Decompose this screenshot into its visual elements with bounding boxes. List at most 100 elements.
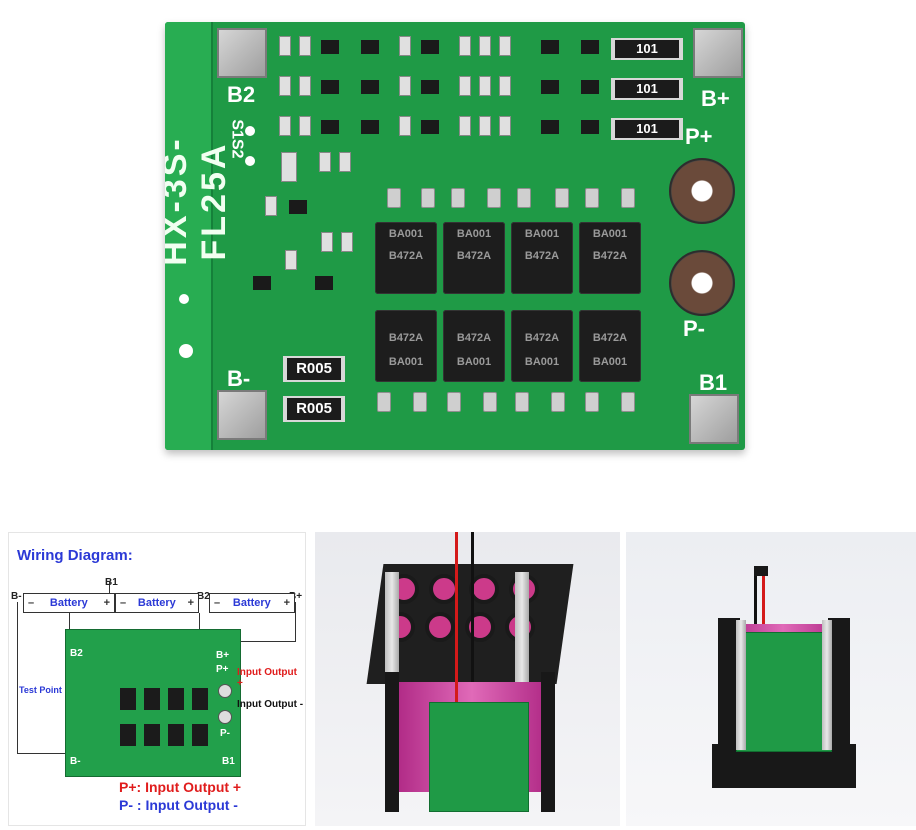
ic-chip bbox=[321, 40, 339, 54]
shunt-resistor: R005 bbox=[283, 356, 345, 382]
ic-chip bbox=[361, 80, 379, 94]
mosfet-marking: B472A bbox=[592, 250, 628, 262]
mosfet-leg bbox=[483, 392, 497, 412]
ic-chip bbox=[315, 276, 333, 290]
ic-chip bbox=[289, 200, 307, 214]
smd-component bbox=[299, 76, 311, 96]
bms-board-photo: HX-3S-FL25A B2 S1S2 B- B+ P+ P- B1 101 1… bbox=[165, 22, 745, 450]
ic-chip bbox=[253, 276, 271, 290]
pad-b-plus bbox=[693, 28, 743, 78]
mosfet-label: BA001 bbox=[592, 228, 628, 240]
legend-p-minus: P- : Input Output - bbox=[119, 797, 238, 813]
mosfet-icon bbox=[192, 688, 208, 710]
nickel-strip bbox=[385, 572, 399, 682]
plus-sign: + bbox=[187, 597, 194, 609]
mosfet-label: BA001 bbox=[592, 356, 628, 368]
battery-pack-photo bbox=[315, 532, 620, 826]
smd-component bbox=[479, 76, 491, 96]
ic-chip bbox=[541, 80, 559, 94]
mount-hole-icon bbox=[179, 344, 193, 358]
mosfet-marking: B472A bbox=[524, 250, 560, 262]
smd-component bbox=[299, 116, 311, 136]
ic-chip bbox=[541, 120, 559, 134]
ic-chip bbox=[541, 40, 559, 54]
smd-component bbox=[479, 36, 491, 56]
resistor-101: 101 bbox=[611, 78, 683, 100]
mounted-bms-board bbox=[736, 632, 832, 752]
label-p-plus: P+ bbox=[685, 124, 713, 149]
board-edge bbox=[165, 22, 213, 450]
mosfet-leg bbox=[387, 188, 401, 208]
mosfet-leg bbox=[585, 188, 599, 208]
input-output-plus-label: Input Output + bbox=[237, 667, 297, 689]
mosfet-label: BA001 bbox=[456, 228, 492, 240]
smd-component bbox=[499, 116, 511, 136]
minus-sign: – bbox=[120, 597, 127, 609]
ic-chip bbox=[421, 120, 439, 134]
mosfet-leg bbox=[413, 392, 427, 412]
ic-chip bbox=[581, 120, 599, 134]
label-b-plus: B+ bbox=[701, 86, 730, 111]
test-point-icon bbox=[245, 126, 255, 136]
diagram-label-p-plus: P+ bbox=[216, 664, 229, 675]
plus-sign: + bbox=[103, 597, 110, 609]
mosfet-icon bbox=[144, 688, 160, 710]
ic-chip bbox=[361, 120, 379, 134]
mosfet-marking: B472A bbox=[456, 332, 492, 344]
mosfet: BA001 B472A bbox=[511, 222, 573, 294]
cell-top-icon bbox=[465, 612, 495, 642]
test-point-label: Test Point bbox=[19, 685, 62, 695]
battery-cell-1: – Battery + bbox=[23, 593, 115, 613]
shunt-resistor: R005 bbox=[283, 396, 345, 422]
holder-frame bbox=[385, 672, 399, 812]
pad-b-minus bbox=[217, 390, 267, 440]
smd-component bbox=[499, 36, 511, 56]
mosfet-label: BA001 bbox=[456, 356, 492, 368]
pad-b2 bbox=[217, 28, 267, 78]
wiring-diagram-title: Wiring Diagram: bbox=[17, 547, 133, 564]
wire bbox=[109, 581, 110, 595]
diagram-label-b-minus: B- bbox=[70, 756, 81, 767]
mosfet-marking: B472A bbox=[388, 332, 424, 344]
plus-sign: + bbox=[283, 597, 290, 609]
mosfet-leg bbox=[517, 188, 531, 208]
mosfet-label: BA001 bbox=[388, 356, 424, 368]
label-s1s2: S1S2 bbox=[228, 119, 246, 159]
smd-component bbox=[265, 196, 277, 216]
mosfet: B472A BA001 bbox=[579, 310, 641, 382]
ic-chip bbox=[421, 40, 439, 54]
mosfet-leg bbox=[621, 392, 635, 412]
mosfet-label: BA001 bbox=[524, 356, 560, 368]
mosfet: B472A BA001 bbox=[511, 310, 573, 382]
mount-hole-icon bbox=[179, 294, 189, 304]
mosfet-marking: B472A bbox=[456, 250, 492, 262]
mosfet: BA001 B472A bbox=[443, 222, 505, 294]
p-plus-terminal-icon bbox=[669, 158, 735, 224]
mosfet: BA001 B472A bbox=[579, 222, 641, 294]
mosfet-marking: B472A bbox=[592, 332, 628, 344]
cell-top-icon bbox=[425, 612, 455, 642]
ic-chip bbox=[581, 80, 599, 94]
label-b2: B2 bbox=[227, 82, 256, 107]
smd-component bbox=[321, 232, 333, 252]
ic-chip bbox=[421, 80, 439, 94]
resistor-101: 101 bbox=[611, 38, 683, 60]
battery-cell-2: – Battery + bbox=[115, 593, 199, 613]
mosfet-leg bbox=[421, 188, 435, 208]
mounted-bms-board bbox=[429, 702, 529, 812]
smd-component bbox=[285, 250, 297, 270]
mosfet-leg bbox=[377, 392, 391, 412]
label-b-minus: B- bbox=[227, 366, 251, 391]
mosfet: B472A BA001 bbox=[375, 310, 437, 382]
mosfet-leg bbox=[555, 188, 569, 208]
node-b-plus: B+ bbox=[289, 591, 303, 602]
nickel-strip bbox=[736, 620, 746, 750]
diagram-board: B2 B+ P+ P- B- B1 bbox=[65, 629, 241, 777]
mosfet-leg bbox=[447, 392, 461, 412]
smd-component bbox=[299, 36, 311, 56]
mosfet-icon bbox=[168, 724, 184, 746]
smd-component bbox=[279, 76, 291, 96]
battery-label: Battery bbox=[137, 597, 176, 609]
minus-sign: – bbox=[28, 597, 35, 609]
